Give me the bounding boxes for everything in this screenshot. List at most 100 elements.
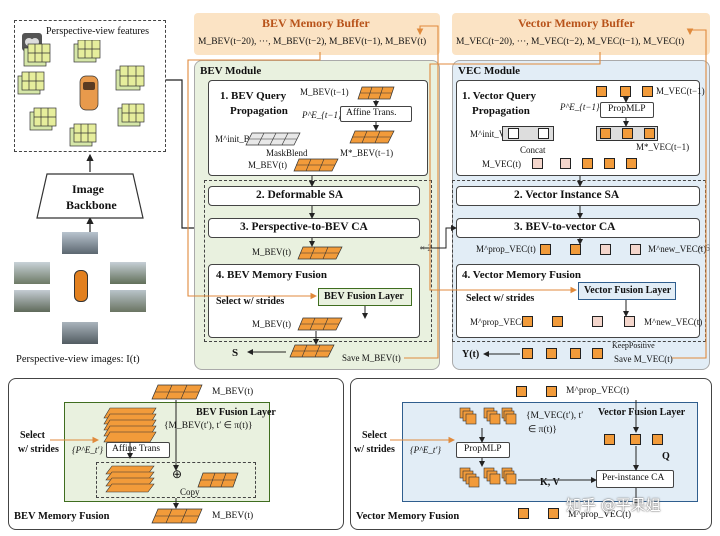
camera-image-front <box>62 232 98 254</box>
vec-new-out-square-1 <box>592 316 603 327</box>
bottom-bev-m-out: M_BEV(t) <box>212 511 254 521</box>
bottom-bev-m-t: M_BEV(t) <box>212 387 254 397</box>
ego-car-icon <box>79 75 99 111</box>
vec-m-t: M_VEC(t) <box>482 159 521 169</box>
bottom-vec-q-square-1 <box>604 434 615 445</box>
bev-memory-buffer <box>194 13 440 55</box>
images-caption: Perspective-view images: I(t) <box>16 354 140 365</box>
vec-init-square-2 <box>538 128 549 139</box>
bottom-vec-pose: {P^E_t′} <box>410 445 441 455</box>
backbone-line2: Backbone <box>66 198 117 212</box>
vec-module-title: VEC Module <box>458 65 521 77</box>
vec-memory-fusion-box <box>456 264 700 338</box>
bottom-vec-ca-label: Per-instance CA <box>602 473 665 483</box>
vec-m-new-mid: M^new_VEC(t) <box>648 244 707 254</box>
bev-m-init: M^init_BEV <box>215 134 262 144</box>
bottom-vec-select: Select <box>362 430 387 441</box>
vec-buffer-title: Vector Memory Buffer <box>518 16 635 30</box>
bottom-bev-grid-out <box>151 508 203 524</box>
bev-grid-prev <box>357 86 395 100</box>
bev-fusion-layer-box <box>318 288 412 306</box>
vec-prop-out-square-1 <box>522 316 533 327</box>
vec-step1-line2: Propagation <box>472 105 530 117</box>
vec-new-out-square-2 <box>624 316 635 327</box>
vec-query-propagation-box <box>456 80 700 176</box>
bottom-vec-propmlp-label: PropMLP <box>464 444 502 454</box>
vec-fusion-layer-box <box>578 282 676 300</box>
ego-car-image <box>74 270 88 302</box>
vec-save: Save M_VEC(t) <box>614 354 673 364</box>
vec-t-square-1 <box>532 158 543 169</box>
vec-prev-square-1 <box>596 86 607 97</box>
vec-m-init: M^init_VEC <box>470 129 517 139</box>
bottom-bev-select: Select <box>20 430 45 441</box>
bottom-vec-set-1: {M_VEC(t′), t′ <box>526 411 584 421</box>
vec-memory-buffer <box>452 13 710 55</box>
vec-y-label: Y(t) <box>462 349 480 360</box>
bev-grid-mid <box>297 246 343 260</box>
bottom-bev-grid-top <box>151 384 203 400</box>
camera-image-front-left <box>14 262 50 284</box>
bottom-bev-strides: w/ strides <box>18 444 59 455</box>
vec-propmlp-label: PropMLP <box>608 104 646 114</box>
bottom-vec-caption: Vector Memory Fusion <box>356 511 460 522</box>
features-title: Perspective-view features <box>46 26 150 37</box>
bottom-bev-panel <box>8 378 344 530</box>
bottom-vec-panel <box>350 378 712 530</box>
bev-grid-t <box>293 158 339 172</box>
bottom-vec-layer-title: Vector Fusion Layer <box>598 407 686 418</box>
bottom-bev-stack <box>103 407 157 443</box>
backbone-line1: Image <box>72 182 104 196</box>
bev-pose: P^E_{t−1} <box>302 110 342 120</box>
bev-select: Select w/ strides <box>216 296 285 307</box>
camera-image-back-right <box>110 290 146 312</box>
vec-m-prev: M_VEC(t−1) <box>656 86 705 96</box>
vec-t-square-5 <box>626 158 637 169</box>
feature-tensors <box>17 40 145 147</box>
vec-concat: Concat <box>520 145 546 155</box>
vec-new-mid-square-2 <box>630 244 641 255</box>
vec-final-square-1 <box>522 348 533 359</box>
bottom-vec-top-square-1 <box>516 386 527 397</box>
watermark: 知乎 @平果姐 <box>566 496 661 514</box>
vec-final-square-4 <box>592 348 603 359</box>
bottom-vec-q: Q <box>662 451 670 462</box>
bottom-bev-set: {M_BEV(t′), t′ ∈ π(t)} <box>164 421 253 431</box>
bottom-bev-copy: Copy <box>180 487 200 497</box>
vec-star-square-2 <box>622 128 633 139</box>
bottom-bev-stack-warped <box>105 465 155 493</box>
bev-affine-label: Affine Trans. <box>346 108 397 118</box>
camera-image-back-left <box>14 290 50 312</box>
vec-new-mid-square-1 <box>600 244 611 255</box>
camera-image-front-right <box>110 262 146 284</box>
vec-t-square-3 <box>582 158 593 169</box>
bev-m-star: M*_BEV(t−1) <box>340 148 394 158</box>
bev-grid-final <box>289 344 335 358</box>
bottom-vec-set-2: ∈ π(t)} <box>528 425 557 435</box>
vec-t-square-2 <box>560 158 571 169</box>
vec-prop-mid-square-2 <box>570 244 581 255</box>
bev-buffer-title: BEV Memory Buffer <box>262 16 370 30</box>
bev-step1-line1: 1. BEV Query <box>220 90 287 102</box>
vec-step2: 2. Vector Instance SA <box>514 189 620 201</box>
vec-m-new-out: M^new_VEC(t) <box>644 317 703 327</box>
perspective-features-box <box>14 20 166 152</box>
bottom-vec-q-square-3 <box>652 434 663 445</box>
vec-m-prop-mid: M^prop_VEC(t) <box>476 244 536 254</box>
bottom-bev-affine-box <box>106 442 170 458</box>
vec-prev-square-2 <box>620 86 631 97</box>
vec-m-star: M*_VEC(t−1) <box>636 142 690 152</box>
vec-star-square-1 <box>600 128 611 139</box>
bev-m-t2: M_BEV(t) <box>252 319 291 329</box>
bev-m-t: M_BEV(t) <box>248 160 287 170</box>
bev-m-prev: M_BEV(t−1) <box>300 87 349 97</box>
vec-step1-line1: 1. Vector Query <box>462 90 537 102</box>
bottom-bev-caption: BEV Memory Fusion <box>14 511 110 522</box>
vec-prop-mid-square-1 <box>540 244 551 255</box>
bottom-vec-m-out: M^prop_VEC(t) <box>568 510 632 520</box>
bottom-vec-out-square-1 <box>518 508 529 519</box>
vec-prev-square-3 <box>642 86 653 97</box>
vec-init-square-1 <box>508 128 519 139</box>
